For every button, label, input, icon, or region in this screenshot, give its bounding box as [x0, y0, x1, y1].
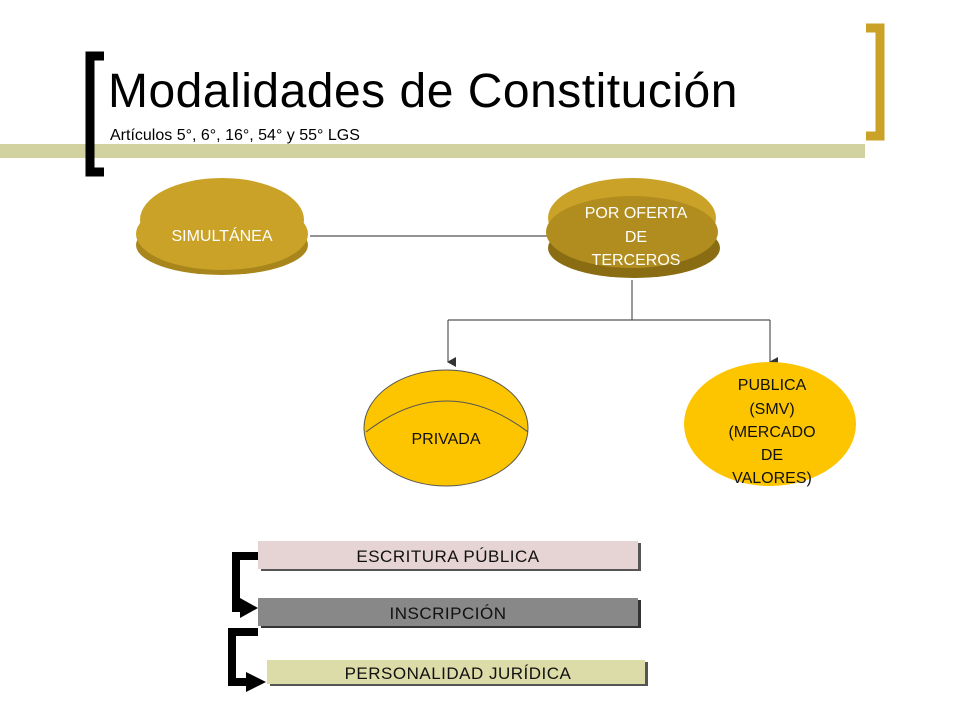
node-simultanea: SIMULTÁNEA	[136, 178, 308, 275]
node-privada-label: PRIVADA	[411, 431, 480, 448]
bracket-arrow-inscripcion-personalidad	[228, 628, 266, 692]
node-publica-label-2: (SMV)	[749, 401, 794, 418]
node-publica-label-5: VALORES)	[732, 470, 812, 487]
node-publica: PUBLICA (SMV) (MERCADO DE VALORES)	[684, 362, 856, 487]
right-title-bracket	[866, 23, 885, 141]
step-personalidad-juridica: PERSONALIDAD JURÍDICA	[267, 660, 648, 686]
left-title-bracket	[85, 51, 104, 177]
node-oferta-label-1: POR OFERTA	[585, 205, 688, 222]
bracket-arrow-escritura-inscripcion	[232, 552, 258, 618]
node-simultanea-label: SIMULTÁNEA	[171, 226, 272, 245]
node-oferta-label-3: TERCEROS	[592, 252, 681, 269]
node-publica-label-4: DE	[761, 447, 783, 464]
node-publica-label-3: (MERCADO	[728, 424, 815, 441]
step-escritura-publica: ESCRITURA PÚBLICA	[258, 541, 641, 571]
page-subtitle: Artículos 5°, 6°, 16°, 54° y 55° LGS	[110, 127, 360, 144]
node-privada: PRIVADA	[363, 369, 529, 487]
node-oferta-label-2: DE	[625, 229, 647, 246]
node-oferta-terceros: POR OFERTA DE TERCEROS	[546, 178, 720, 278]
step-inscripcion: INSCRIPCIÓN	[258, 598, 641, 628]
node-publica-label-1: PUBLICA	[738, 377, 807, 394]
page-title: Modalidades de Constitución	[108, 65, 738, 118]
step-inscripcion-label: INSCRIPCIÓN	[390, 604, 507, 623]
step-personalidad-label: PERSONALIDAD JURÍDICA	[345, 664, 572, 683]
header-olive-band	[0, 144, 865, 158]
step-escritura-label: ESCRITURA PÚBLICA	[356, 547, 539, 566]
